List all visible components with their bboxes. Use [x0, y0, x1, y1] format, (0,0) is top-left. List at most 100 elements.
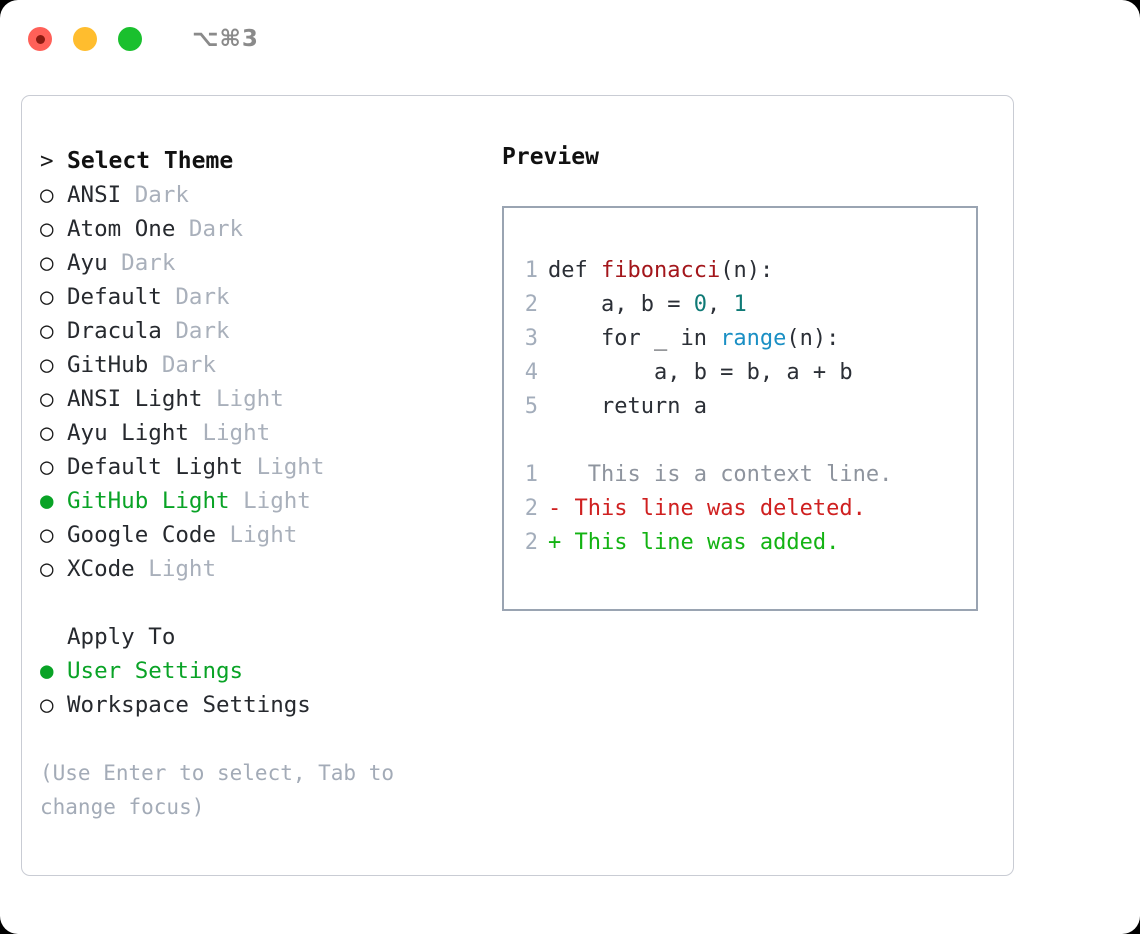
radio-unselected-icon[interactable]: ○	[40, 216, 54, 242]
apply-to-item[interactable]: ○ Workspace Settings	[40, 688, 482, 722]
diff-line: 2- This line was deleted.	[504, 492, 976, 526]
diff-sign	[548, 458, 561, 492]
diff-text: This line was deleted.	[561, 496, 866, 521]
theme-variant-tag: Light	[188, 420, 271, 446]
theme-name: Default Light	[67, 454, 244, 480]
theme-list-item[interactable]: ○ Google Code Light	[40, 518, 482, 552]
theme-variant-tag: Light	[243, 454, 325, 480]
radio-unselected-icon[interactable]: ○	[40, 386, 54, 412]
code-line: 3 for _ in range(n):	[504, 322, 976, 356]
theme-name: XCode	[67, 556, 135, 582]
theme-name: Atom One	[67, 216, 176, 242]
code-token: (n):	[786, 326, 840, 351]
code-line: 4 a, b = b, a + b	[504, 356, 976, 390]
theme-variant-tag: Dark	[148, 352, 217, 378]
code-line: 5 return a	[504, 390, 976, 424]
theme-picker-column: > Select Theme ○ANSI Dark○Atom One Dark○…	[22, 144, 482, 875]
theme-name: ANSI Light	[67, 386, 203, 412]
maximize-window-button[interactable]	[118, 27, 142, 51]
diff-sign: -	[548, 496, 562, 521]
theme-name: GitHub	[67, 352, 149, 378]
keyboard-hint: (Use Enter to select, Tab to change focu…	[40, 761, 407, 819]
code-token: (n):	[720, 258, 774, 283]
radio-unselected-icon[interactable]: ○	[40, 454, 54, 480]
diff-text: This line was added.	[561, 530, 840, 555]
theme-variant-tag: Light	[216, 522, 298, 548]
code-token: 1	[733, 292, 747, 317]
diff-line: 2+ This line was added.	[504, 526, 976, 560]
prompt-caret-icon: >	[40, 148, 54, 174]
code-line: 2 a, b = 0, 1	[504, 288, 976, 322]
theme-name: Google Code	[67, 522, 217, 548]
theme-list-item[interactable]: ●GitHub Light Light	[40, 484, 482, 518]
code-token: range	[720, 326, 787, 351]
apply-to-label: Workspace Settings	[67, 692, 311, 718]
radio-unselected-icon[interactable]: ○	[40, 692, 54, 718]
theme-list-item[interactable]: ○ Default Light Light	[40, 450, 482, 484]
apply-to-item[interactable]: ● User Settings	[40, 654, 482, 688]
radio-unselected-icon[interactable]: ○	[40, 284, 54, 310]
theme-variant-tag: Dark	[161, 318, 230, 344]
line-number: 2	[524, 292, 538, 317]
line-number: 5	[524, 394, 538, 419]
line-number: 4	[524, 360, 538, 385]
radio-unselected-icon[interactable]: ○	[40, 420, 54, 446]
line-number: 1	[524, 258, 538, 283]
theme-variant-tag: Dark	[121, 182, 189, 208]
main-panel: > Select Theme ○ANSI Dark○Atom One Dark○…	[21, 95, 1014, 876]
theme-list-item[interactable]: ○Ayu Dark	[40, 246, 482, 280]
apply-to-title: Apply To	[67, 624, 176, 650]
theme-variant-tag: Dark	[175, 216, 244, 242]
radio-unselected-icon[interactable]: ○	[40, 352, 54, 378]
theme-list-item[interactable]: ○ Dracula Dark	[40, 314, 482, 348]
radio-unselected-icon[interactable]: ○	[40, 182, 54, 208]
apply-to-label: User Settings	[67, 658, 244, 684]
code-token: a, b = b, a + b	[548, 360, 853, 385]
radio-unselected-icon[interactable]: ○	[40, 318, 54, 344]
theme-list-item[interactable]: ○ Atom One Dark	[40, 212, 482, 246]
theme-name: ANSI	[67, 182, 122, 208]
close-window-button[interactable]	[28, 27, 52, 51]
theme-variant-tag: Light	[134, 556, 217, 582]
code-diff-spacer	[504, 424, 976, 458]
apply-to-marker-placeholder: ○	[40, 620, 67, 654]
radio-selected-icon[interactable]: ●	[40, 658, 54, 684]
theme-list-item[interactable]: ○ Ayu Light Light	[40, 416, 482, 450]
line-number: 3	[524, 326, 538, 351]
theme-list-item[interactable]: ○ GitHub Dark	[40, 348, 482, 382]
section-spacer	[40, 586, 482, 620]
minimize-window-button[interactable]	[73, 27, 97, 51]
preview-title: Preview	[502, 144, 599, 170]
diff-text: This is a context line.	[561, 462, 893, 487]
code-token: fibonacci	[600, 258, 721, 283]
theme-list-item[interactable]: ○ ANSI Light Light	[40, 382, 482, 416]
code-token: a, b =	[548, 292, 694, 317]
theme-picker-header: > Select Theme	[40, 144, 482, 178]
radio-unselected-icon[interactable]: ○	[40, 250, 54, 276]
theme-list-item[interactable]: ○ ANSI Dark	[40, 178, 482, 212]
apply-to-header: ○ Apply To	[40, 620, 482, 654]
radio-unselected-icon[interactable]: ○	[40, 556, 54, 582]
theme-list-item[interactable]: ○ XCode Light	[40, 552, 482, 586]
line-number: 2	[524, 496, 538, 521]
diff-line: 1 This is a context line.	[504, 458, 976, 492]
code-token: return a	[548, 394, 707, 419]
line-number: 2	[524, 530, 538, 555]
diff-sample: 1 This is a context line.2- This line wa…	[504, 458, 976, 560]
theme-name: Ayu Light	[67, 420, 189, 446]
code-token: 0	[693, 292, 707, 317]
radio-selected-icon[interactable]: ●	[40, 488, 54, 514]
radio-unselected-icon[interactable]: ○	[40, 522, 54, 548]
code-token: def	[548, 258, 601, 283]
theme-variant-tag: Light	[202, 386, 284, 412]
theme-list-item[interactable]: ○Default Dark	[40, 280, 482, 314]
theme-variant-tag: Dark	[161, 284, 230, 310]
line-number: 1	[524, 462, 538, 487]
code-token: ,	[706, 292, 734, 317]
theme-name: Dracula	[67, 318, 162, 344]
theme-picker-title: Select Theme	[67, 148, 234, 174]
theme-variant-tag: Dark	[107, 250, 176, 276]
